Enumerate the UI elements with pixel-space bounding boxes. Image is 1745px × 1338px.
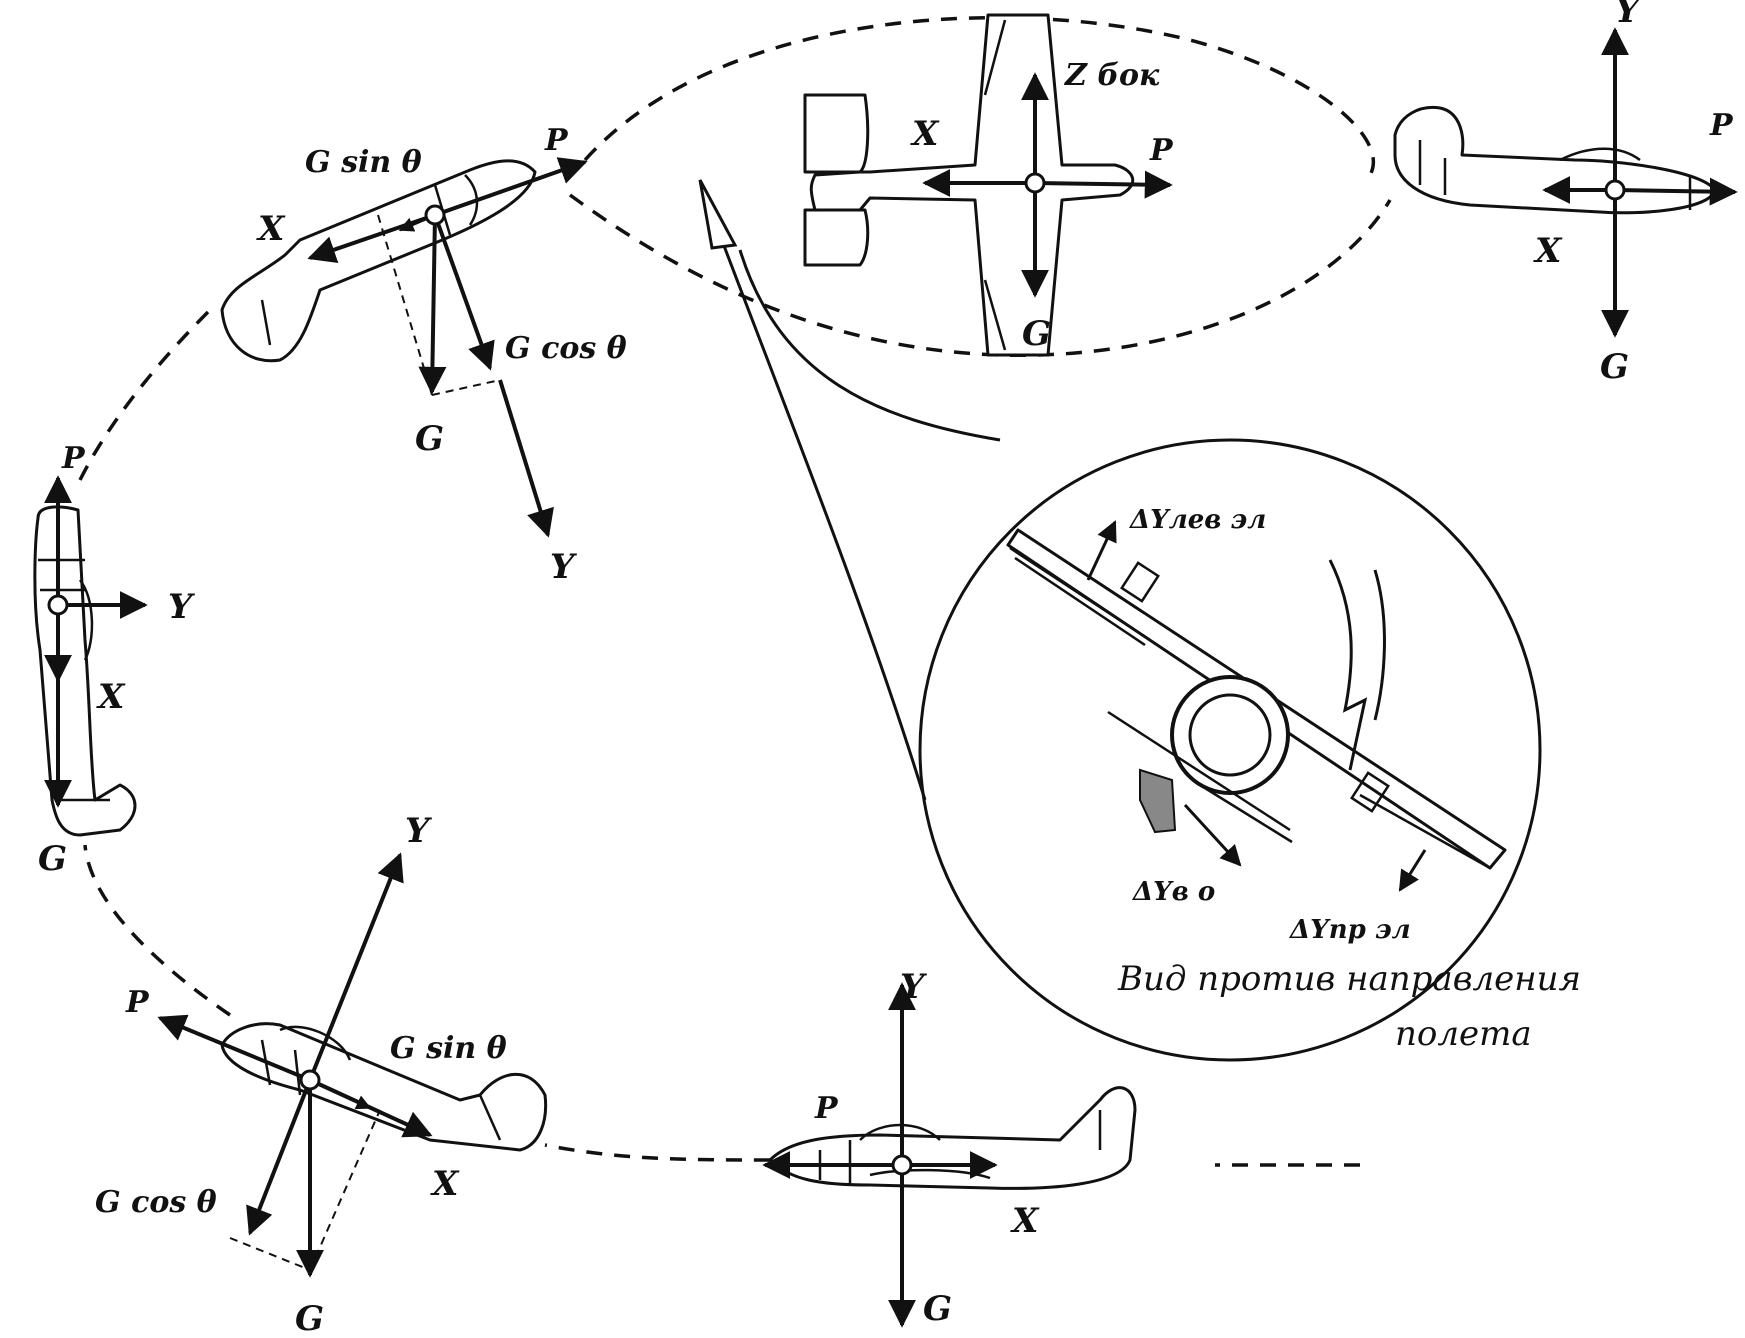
label-dy-pr: ΔYпр эл [1288,915,1411,945]
label-y: Y [1615,0,1642,31]
label-y: Y [405,811,432,851]
label-g: G [38,839,67,879]
vector-g-cos [246,1079,312,1236]
label-g: G [295,1299,324,1338]
vector-dy-left [1086,520,1117,581]
label-p: P [814,1091,839,1126]
label-p: P [61,441,86,476]
label-p: P [544,123,569,158]
label-g-sin: G sin θ [390,1031,507,1066]
label-dy-vo: ΔYв о [1131,877,1215,907]
label-y: Y [168,587,195,627]
vector-p [157,1014,311,1082]
label-g-cos: G cos θ [95,1185,217,1220]
label-g: G [1600,347,1629,387]
label-g: G [1022,314,1051,354]
label-p: P [1149,133,1174,168]
label-p: P [1709,108,1734,143]
label-x: X [96,677,126,717]
vector-g-cos [433,214,495,371]
plane-inverted-climb [220,159,537,363]
plane-climb-vectors [157,852,433,1278]
label-y: Y [900,967,927,1007]
caption-line-1: Вид против направления [1117,959,1581,999]
plane-level-vectors [762,982,998,1328]
plane-inverted-level-vectors [1542,27,1738,338]
label-dy-lev: ΔYлев эл [1128,505,1266,535]
label-p: P [125,985,150,1020]
vector-p [434,157,588,217]
vector-dy-right [1398,849,1427,892]
flight-path [78,16,1392,1167]
label-g: G [923,1289,952,1329]
label-g-cos: G cos θ [505,331,627,366]
plane-top-view-vectors [922,72,1173,298]
vector-dy-vo [1183,803,1242,867]
label-g-sin: G sin θ [305,145,422,180]
label-x: X [910,114,940,154]
label-z-bok: Z бок [1064,58,1160,93]
label-x: X [430,1164,460,1204]
vector-g [418,214,447,395]
vector-p [1614,177,1738,206]
vector-y [308,852,404,1081]
vector-p [1034,170,1173,199]
plane-vertical [33,505,137,837]
plane-climb [220,1022,548,1152]
label-x: X [1010,1201,1040,1241]
vector-y [498,379,554,538]
label-x: X [256,209,286,249]
plane-inverted-level [1393,105,1717,215]
front-view-detail [1006,528,1507,870]
label-g: G [415,419,444,459]
label-x: X [1533,231,1563,271]
caption-line-2: полета [1395,1014,1532,1054]
vector-g-sin [309,1078,372,1110]
plane-inverted-climb-vectors [307,157,588,538]
detail-callout [698,179,1542,1062]
plane-vertical-vectors [44,475,148,808]
front-view-vectors [1086,520,1427,892]
label-y: Y [550,547,577,587]
